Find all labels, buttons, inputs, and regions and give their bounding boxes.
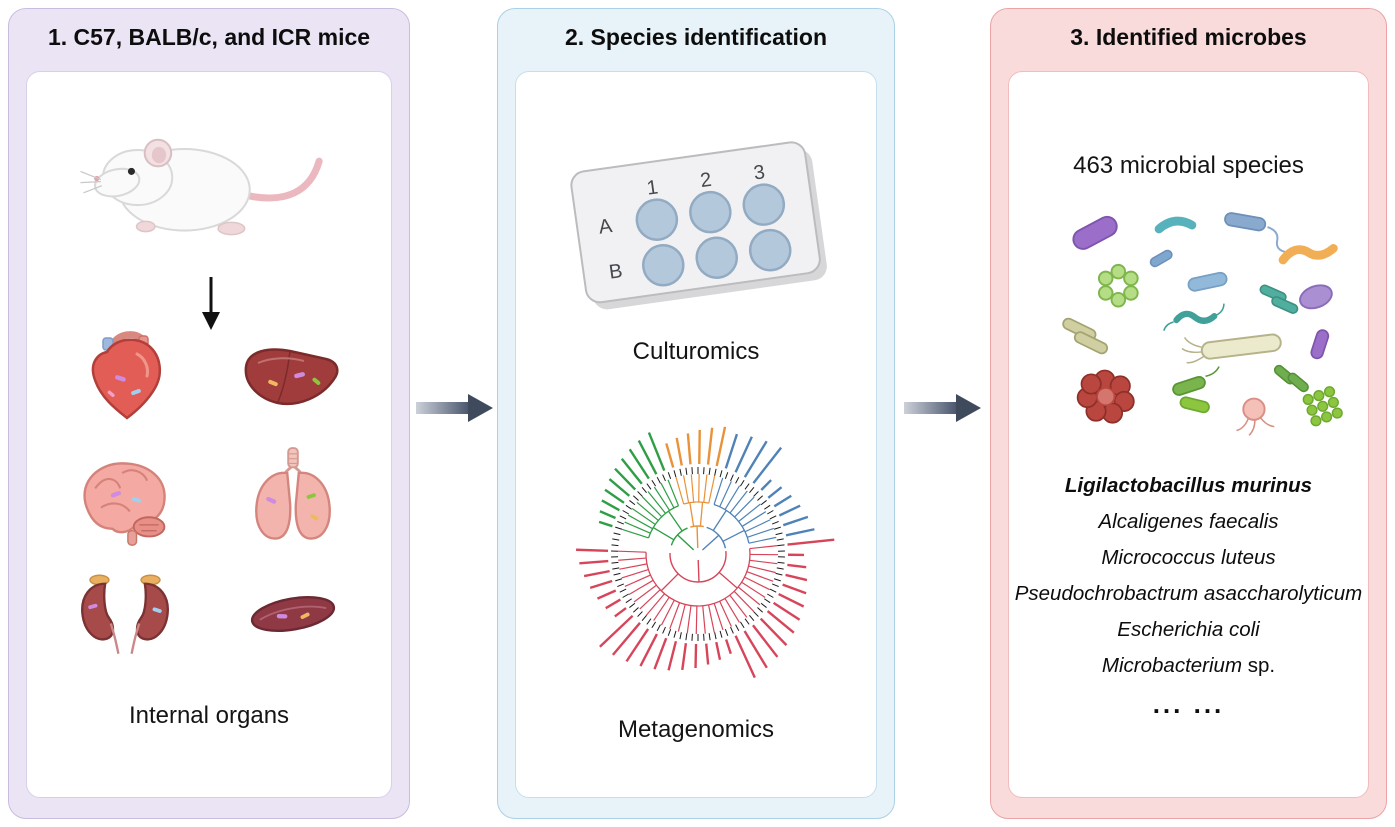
microbe-green-flagellated-rod-icon — [1172, 366, 1220, 414]
kidneys-icon — [81, 574, 169, 654]
species-count-label: 463 microbial species — [1073, 152, 1304, 179]
microbe-purple-oval-icon — [1299, 284, 1333, 310]
microbe-purple-rod-icon — [1310, 329, 1330, 360]
flow-arrow-2-icon — [904, 394, 981, 422]
microbe-pink-flagellate-icon — [1236, 397, 1275, 436]
microbe-flagellated-blue-rod-icon — [1224, 212, 1288, 254]
phylogenetic-tree-illustration — [576, 426, 835, 679]
microbe-squiggle-icon — [1163, 303, 1225, 331]
mouse-ear-inner — [151, 146, 167, 164]
panel-identification-title: 2. Species identification — [564, 24, 828, 50]
mouse-illustration — [80, 138, 323, 236]
microbe-yellow-worm-icon — [1278, 244, 1338, 265]
panel-mice-title: 1. C57, BALB/c, and ICR mice — [47, 24, 371, 50]
liver-icon — [244, 348, 339, 406]
microbe-green-cocci-grid-icon — [1302, 386, 1343, 427]
metagenomics-label: Metagenomics — [617, 716, 775, 743]
panel-mice: 1. C57, BALB/c, and ICR mice — [8, 8, 410, 819]
panel-mice-inner: Internal organs — [26, 71, 392, 798]
mouse-eye — [127, 167, 136, 175]
microbe-olive-rods-icon — [1062, 317, 1109, 355]
microbe-long-pale-rod-icon — [1181, 333, 1282, 364]
microbe-green-cocci-ring-icon — [1097, 263, 1139, 308]
microbe-red-cluster-icon — [1076, 369, 1135, 424]
microbe-blue-rod-icon — [1187, 271, 1228, 292]
species-item: Micrococcus luteus — [1101, 546, 1276, 569]
spleen-icon — [250, 595, 336, 633]
panel-microbes-title: 3. Identified microbes — [1070, 24, 1307, 50]
panel-identification: 2. Species identification 1 2 3 A B — [497, 8, 895, 819]
plate-col-label-1: 1 — [645, 176, 659, 199]
microbe-green-diplo-rods-icon — [1273, 364, 1309, 393]
plate-wells — [635, 183, 792, 287]
species-item: Alcaligenes faecalis — [1098, 510, 1279, 533]
mouse-muzzle — [94, 167, 141, 198]
mouse-front-foot — [135, 220, 156, 233]
species-list: Ligilactobacillus murinus Alcaligenes fa… — [1009, 468, 1368, 724]
microbes-cluster-illustration — [1062, 212, 1343, 436]
mouse-tail — [235, 157, 323, 202]
panel-microbes-inner: 463 microbial species — [1008, 71, 1369, 798]
lungs-icon — [255, 447, 331, 540]
plate-row-label-b: B — [608, 260, 624, 284]
microbe-teal-rods-icon — [1259, 284, 1299, 314]
mouse-hind-foot — [217, 221, 246, 236]
plate-row-label-a: A — [597, 215, 614, 239]
plate-col-label-3: 3 — [752, 161, 766, 184]
heart-icon — [91, 331, 162, 420]
microbe-purple-capsule-icon — [1072, 215, 1118, 250]
mouse-whiskers — [80, 170, 103, 194]
culturomics-label: Culturomics — [632, 338, 760, 365]
species-item: Escherichia coli — [1117, 618, 1260, 641]
microbe-teal-curved-rod-icon — [1154, 216, 1197, 234]
species-item: Ligilactobacillus murinus — [1064, 474, 1313, 497]
panel-identification-inner: 1 2 3 A B Culturomics Metagenomics — [515, 71, 877, 798]
down-arrow-icon — [202, 277, 220, 330]
species-item: Pseudochrobactrum asaccharolyticum — [1014, 582, 1363, 605]
species-ellipsis: ... ... — [1152, 689, 1225, 719]
flow-arrow-1-icon — [416, 394, 493, 422]
microbe-blue-small-rod-icon — [1149, 249, 1173, 268]
panel-microbes: 3. Identified microbes 463 microbial spe… — [990, 8, 1387, 819]
brain-icon — [83, 462, 166, 546]
plate-col-label-2: 2 — [699, 169, 713, 192]
organs-grid — [41, 330, 377, 658]
internal-organs-caption: Internal organs — [128, 702, 290, 729]
culture-plate-illustration: 1 2 3 A B — [570, 141, 827, 310]
species-item: Microbacterium sp. — [1101, 654, 1276, 677]
